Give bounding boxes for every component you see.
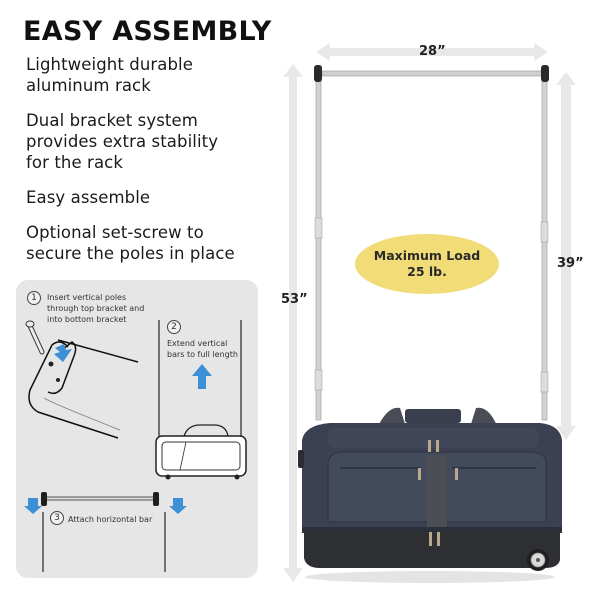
feature-list: Lightweight durable aluminum rack Dual b… [26, 54, 276, 278]
step3-left-down-arrow-icon [24, 498, 42, 514]
width-dimension-label: 28” [419, 44, 446, 59]
maximum-load-badge: Maximum Load 25 lb. [355, 234, 499, 294]
feature-item: Lightweight durable aluminum rack [26, 55, 193, 95]
step-1-text: Insert vertical poles through top bracke… [47, 293, 145, 324]
headline: EASY ASSEMBLY [23, 16, 272, 47]
step2-extended-bag-illustration [155, 320, 247, 480]
feature-item: Dual bracket system provides extra stabi… [26, 111, 219, 172]
rolling-duffel-bag-illustration [298, 407, 562, 583]
step3-horizontal-bar-illustration [41, 492, 166, 572]
feature-item: Easy assemble [26, 188, 151, 207]
load-badge-value: 25 lb. [407, 264, 447, 279]
step-3-text: Attach horizontal bar [68, 515, 153, 524]
rack-height-dimension-label: 39” [557, 256, 584, 271]
step1-bracket-illustration [25, 320, 139, 439]
step-2-number-badge: 2 [167, 320, 181, 334]
load-badge-title: Maximum Load [373, 248, 481, 263]
rack-height-dimension-arrow-icon [556, 72, 576, 440]
step1-down-arrow-icon [54, 344, 72, 362]
total-height-dimension-label: 53” [281, 292, 308, 307]
width-dimension-arrow-icon [316, 43, 548, 61]
step3-right-down-arrow-icon [169, 498, 187, 514]
clothes-rack-illustration [314, 65, 549, 421]
step2-up-arrow-icon [192, 364, 212, 389]
step-3-number-badge: 3 [50, 511, 64, 525]
step-1-number-badge: 1 [27, 291, 41, 305]
total-height-dimension-arrow-icon [283, 64, 303, 582]
step-2-text: Extend vertical bars to full length [167, 339, 238, 359]
feature-item: Optional set-screw to secure the poles i… [26, 223, 235, 263]
assembly-steps-panel [16, 280, 258, 578]
